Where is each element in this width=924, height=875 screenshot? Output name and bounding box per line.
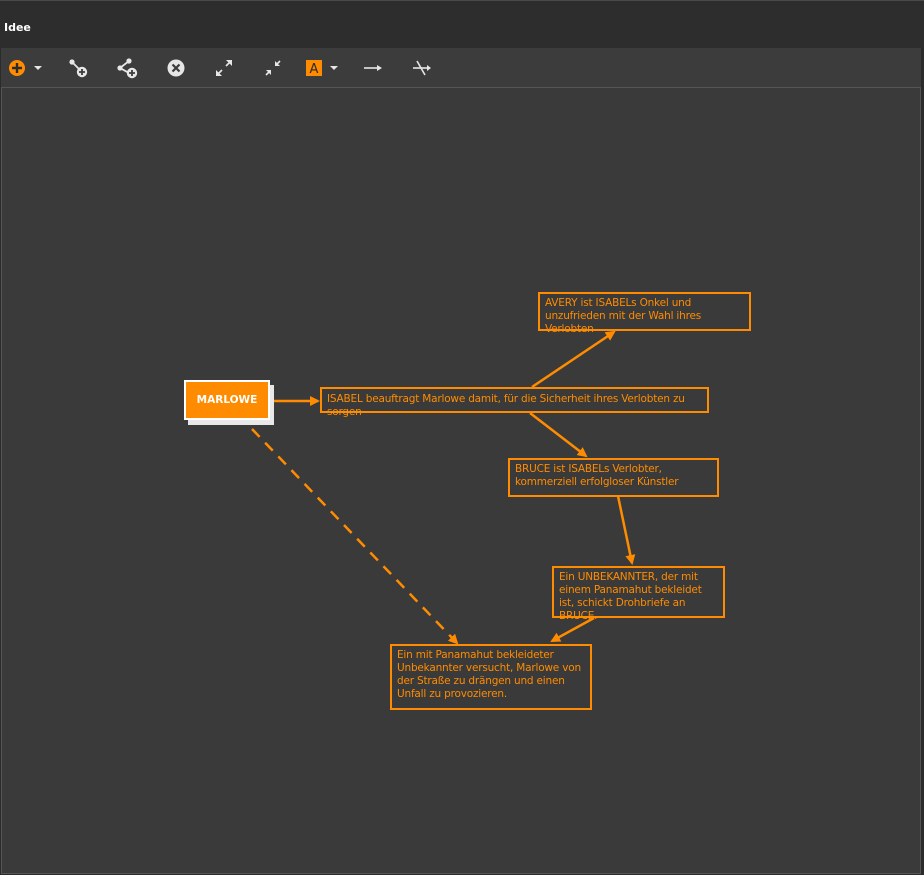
plus-circle-icon xyxy=(9,60,42,76)
collapse-icon xyxy=(265,60,281,76)
node-bruce[interactable]: BRUCE ist ISABELs Verlobter, kommerziell… xyxy=(508,458,719,497)
close-circle-icon xyxy=(167,59,185,77)
expand-icon xyxy=(216,60,232,76)
node-isabel[interactable]: ISABEL beauftragt Marlowe damit, für die… xyxy=(320,387,709,418)
arrow-right-icon xyxy=(364,65,382,71)
expand-button[interactable] xyxy=(209,56,239,80)
arrow-line-button[interactable] xyxy=(358,56,388,80)
edge-unbekannter-panamahut[interactable] xyxy=(550,616,595,643)
mindmap-canvas[interactable]: MARLOWE ISABEL beauftragt Marlowe damit,… xyxy=(2,88,920,873)
node-panamahut[interactable]: Ein mit Panamahut bekleideter Unbekannte… xyxy=(390,644,592,710)
font-a-icon: A xyxy=(306,60,338,77)
share-relation-button[interactable] xyxy=(112,56,142,80)
add-topic-button[interactable] xyxy=(7,56,47,80)
edge-isabel-avery[interactable] xyxy=(531,330,616,389)
remove-link-button[interactable] xyxy=(407,56,437,80)
window-titlebar: Idee xyxy=(0,0,924,48)
delete-button[interactable] xyxy=(161,56,191,80)
root-node-marlowe[interactable]: MARLOWE xyxy=(184,380,270,420)
node-unbekannter[interactable]: Ein UNBEKANNTER, der mit einem Panamahut… xyxy=(552,566,725,622)
edge-marlowe-panamahut-dashed[interactable] xyxy=(251,428,459,645)
connect-node-icon xyxy=(69,59,88,78)
mindmap-connections xyxy=(251,330,636,645)
collapse-button[interactable] xyxy=(258,56,288,80)
node-avery[interactable]: AVERY ist ISABELs Onkel und unzufrieden … xyxy=(538,292,751,335)
edge-bruce-unbekannter[interactable] xyxy=(616,495,636,565)
share-icon xyxy=(117,58,138,79)
toolbar: A xyxy=(1,48,921,88)
add-child-button[interactable] xyxy=(63,56,93,80)
text-style-button[interactable]: A xyxy=(303,56,345,80)
window-title: Idee xyxy=(4,21,31,34)
unlink-icon xyxy=(413,60,431,76)
edge-isabel-bruce[interactable] xyxy=(529,412,588,458)
font-a-label: A xyxy=(310,62,319,77)
